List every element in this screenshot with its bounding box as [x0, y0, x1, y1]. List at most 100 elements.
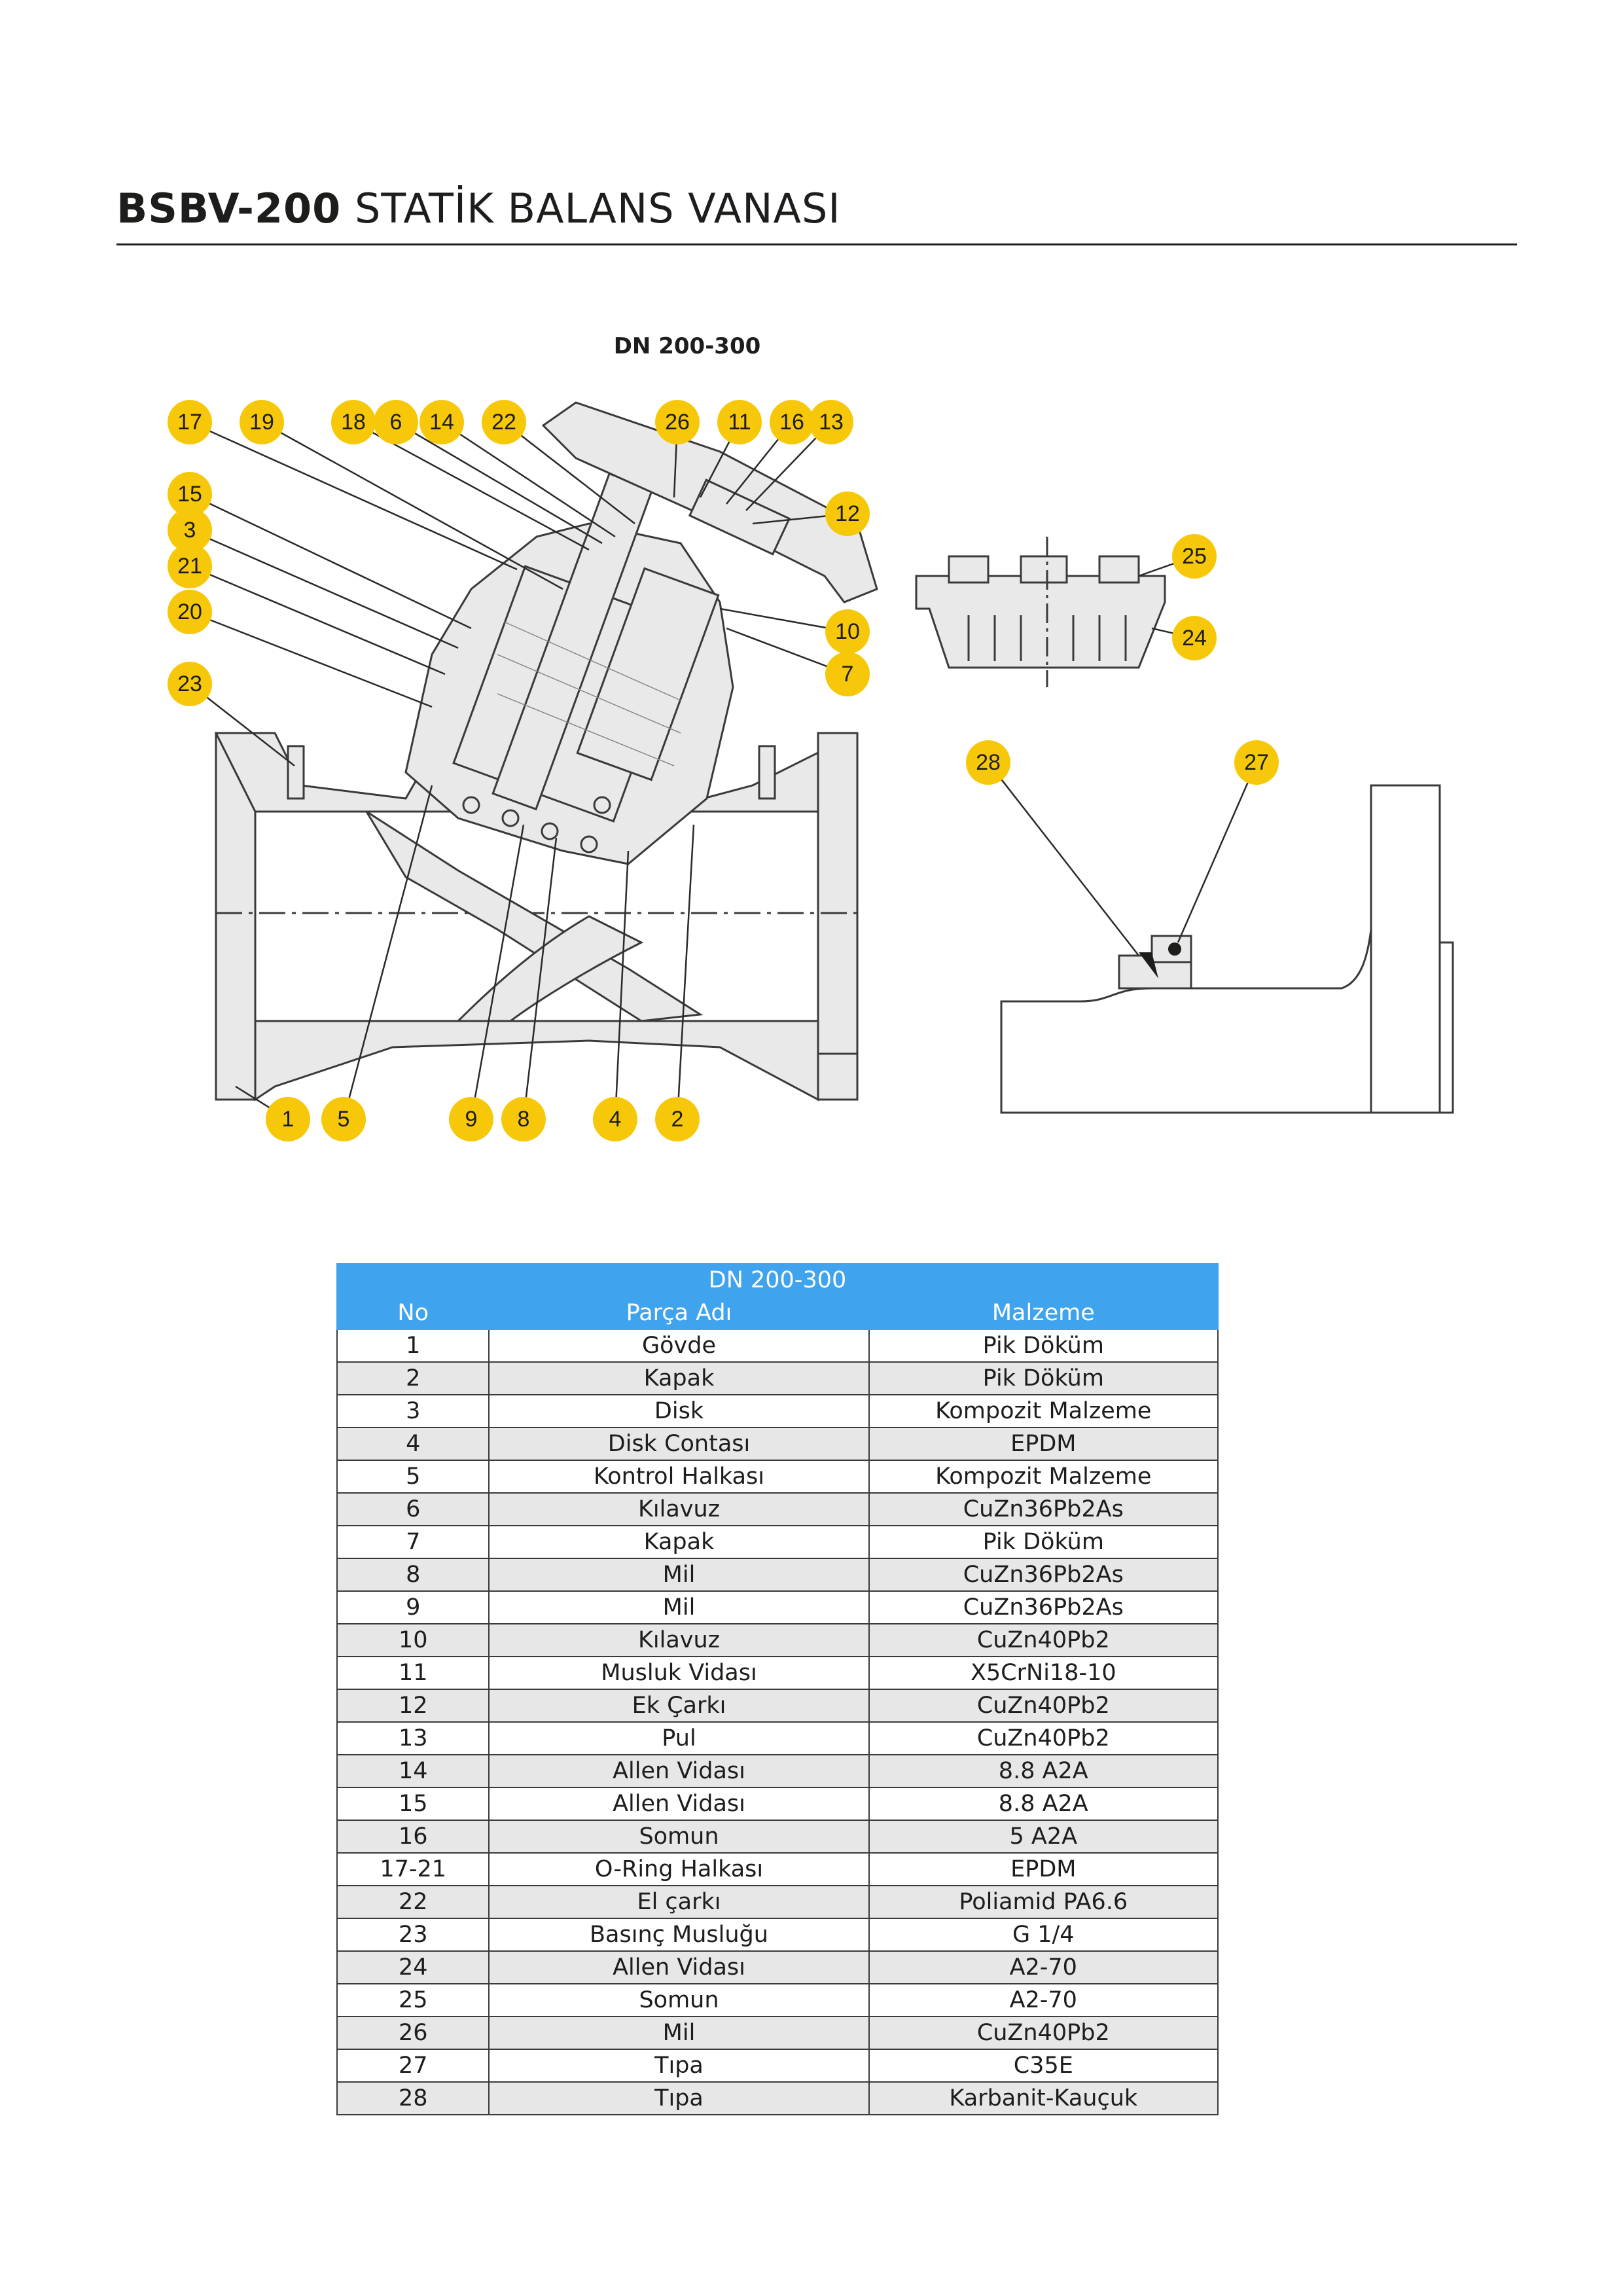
exploded-valve-diagram: DN 200-300: [168, 333, 1454, 1141]
title-divider: [116, 243, 1517, 245]
svg-text:23: 23: [177, 672, 202, 696]
cell-material: CuZn40Pb2: [868, 1623, 1219, 1657]
cell-no: 6: [336, 1492, 490, 1526]
svg-text:28: 28: [976, 750, 1001, 775]
svg-text:1: 1: [282, 1107, 294, 1132]
cell-material: 5 A2A: [868, 1820, 1219, 1854]
page-title: BSBV-200 STATİK BALANS VANASI: [116, 185, 841, 232]
cell-part-name: Musluk Vidası: [488, 1656, 870, 1690]
svg-text:18: 18: [341, 410, 366, 435]
svg-text:9: 9: [465, 1107, 478, 1132]
callout-25: 25: [1172, 534, 1217, 579]
cell-part-name: Kapak: [488, 1525, 870, 1559]
cell-part-name: Ek Çarkı: [488, 1689, 870, 1723]
callout-8: 8: [501, 1097, 546, 1141]
svg-text:21: 21: [177, 554, 202, 579]
cell-material: A2-70: [868, 1983, 1219, 2017]
cell-no: 9: [336, 1590, 490, 1624]
column-header-no: No: [336, 1296, 490, 1330]
svg-text:6: 6: [390, 410, 402, 435]
cell-no: 4: [336, 1427, 490, 1461]
cell-part-name: El çarkı: [488, 1885, 870, 1919]
cell-material: Kompozit Malzeme: [868, 1394, 1219, 1428]
cell-no: 17-21: [336, 1852, 490, 1886]
callout-9: 9: [449, 1097, 493, 1141]
diagram-heading: DN 200-300: [614, 333, 761, 359]
cell-part-name: O-Ring Halkası: [488, 1852, 870, 1886]
svg-text:26: 26: [665, 410, 690, 435]
cell-material: CuZn36Pb2As: [868, 1590, 1219, 1624]
svg-text:4: 4: [609, 1107, 622, 1132]
svg-text:19: 19: [249, 410, 274, 435]
callout-27: 27: [1234, 740, 1279, 785]
cell-part-name: Disk: [488, 1394, 870, 1428]
cell-no: 10: [336, 1623, 490, 1657]
cell-no: 11: [336, 1656, 490, 1690]
cell-part-name: Mil: [488, 1558, 870, 1592]
svg-text:10: 10: [835, 619, 860, 644]
cell-part-name: Kılavuz: [488, 1623, 870, 1657]
callout-19: 19: [240, 400, 284, 444]
cell-material: Pik Döküm: [868, 1525, 1219, 1559]
model-code: BSBV-200: [116, 185, 342, 232]
callout-15: 15: [168, 472, 212, 516]
svg-text:25: 25: [1182, 544, 1207, 569]
callout-18: 18: [331, 400, 376, 444]
cell-no: 12: [336, 1689, 490, 1723]
svg-text:11: 11: [728, 410, 751, 435]
callout-7: 7: [825, 652, 870, 696]
cell-part-name: Basınç Musluğu: [488, 1918, 870, 1952]
cell-material: 8.8 A2A: [868, 1787, 1219, 1821]
cell-part-name: Mil: [488, 1590, 870, 1624]
svg-text:3: 3: [184, 518, 196, 543]
table-group-header-row: DN 200-300: [336, 1263, 1219, 1297]
cell-material: Pik Döküm: [868, 1329, 1219, 1363]
callout-26: 26: [655, 400, 700, 444]
cell-part-name: Kapak: [488, 1361, 870, 1395]
cell-no: 2: [336, 1361, 490, 1395]
cell-no: 15: [336, 1787, 490, 1821]
cell-part-name: Kontrol Halkası: [488, 1460, 870, 1494]
cell-material: A2-70: [868, 1950, 1219, 1984]
cell-no: 22: [336, 1885, 490, 1919]
svg-text:2: 2: [671, 1107, 684, 1132]
callout-16: 16: [770, 400, 814, 444]
cell-no: 14: [336, 1754, 490, 1788]
cap-detail-drawing: [915, 537, 1166, 687]
column-header-part-name: Parça Adı: [488, 1296, 870, 1330]
callout-5: 5: [321, 1097, 366, 1141]
cell-part-name: Kılavuz: [488, 1492, 870, 1526]
callout-23: 23: [168, 662, 212, 706]
cell-material: CuZn40Pb2: [868, 2016, 1219, 2050]
cell-no: 3: [336, 1394, 490, 1428]
callout-17: 17: [168, 400, 212, 444]
callout-28: 28: [966, 740, 1010, 785]
svg-text:16: 16: [779, 410, 804, 435]
cell-material: EPDM: [868, 1427, 1219, 1461]
cell-part-name: Mil: [488, 2016, 870, 2050]
svg-text:5: 5: [338, 1107, 350, 1132]
cell-no: 23: [336, 1918, 490, 1952]
cell-material: X5CrNi18-10: [868, 1656, 1219, 1690]
svg-text:8: 8: [518, 1107, 530, 1132]
table-header-row: No Parça Adı Malzeme: [336, 1296, 1219, 1330]
callout-1: 1: [266, 1097, 310, 1141]
cell-no: 16: [336, 1820, 490, 1854]
callout-22: 22: [482, 400, 526, 444]
valve-section-drawing: [214, 401, 878, 1102]
